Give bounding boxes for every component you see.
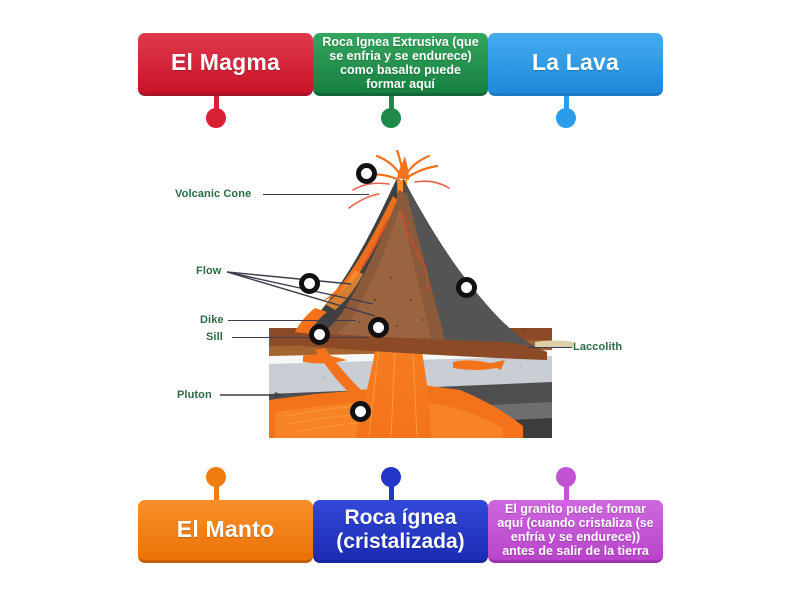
dot-roca-cristalizada[interactable]: [381, 467, 401, 487]
label-text-manto: El Manto: [176, 516, 275, 543]
label-text-lava: La Lava: [531, 49, 620, 76]
dot-lava[interactable]: [556, 108, 576, 128]
diagram-label-laccolith: Laccolith: [573, 341, 623, 353]
stem-manto: [214, 482, 219, 502]
marker-conduit[interactable]: [368, 317, 389, 338]
marker-pluton[interactable]: [350, 401, 371, 422]
diagram-label-dike: Dike: [200, 314, 224, 326]
diagram-label-flow: Flow: [196, 265, 222, 277]
dot-granito[interactable]: [556, 467, 576, 487]
diagram-label-pluton: Pluton: [177, 389, 212, 401]
leader-line-laccolith: [528, 347, 572, 349]
label-box-magma[interactable]: El Magma: [138, 33, 313, 96]
label-box-manto[interactable]: El Manto: [138, 500, 313, 563]
label-box-granito[interactable]: El granito puede formar aquí (cuando cri…: [488, 500, 663, 563]
leader-lines-flow: [226, 271, 375, 317]
stem-lava: [564, 95, 569, 115]
marker-slope[interactable]: [456, 277, 477, 298]
leader-line-pluton: [220, 392, 282, 398]
marker-flank[interactable]: [299, 273, 320, 294]
label-text-roca-cristalizada: Roca ígnea (cristalizada): [336, 506, 465, 553]
stem-magma: [214, 95, 219, 115]
crater-eruption: [348, 148, 450, 209]
dot-manto[interactable]: [206, 467, 226, 487]
leader-line-sill: [232, 337, 368, 339]
diagram-label-sill: Sill: [206, 331, 223, 343]
leader-line-volcanic-cone: [263, 194, 369, 196]
volcano-illustration: [255, 148, 575, 450]
label-text-granito: El granito puede formar aquí (cuando cri…: [497, 502, 654, 558]
label-box-lava[interactable]: La Lava: [488, 33, 663, 96]
label-text-roca-extrusiva: Roca Ignea Extrusiva (que se enfria y se…: [322, 35, 479, 91]
stem-roca-cristalizada: [389, 482, 394, 502]
stem-granito: [564, 482, 569, 502]
leader-line-dike: [228, 320, 356, 322]
label-box-roca-extrusiva[interactable]: Roca Ignea Extrusiva (que se enfria y se…: [313, 33, 488, 96]
stem-roca-extrusiva: [389, 95, 394, 115]
label-box-roca-cristalizada[interactable]: Roca ígnea (cristalizada): [313, 500, 488, 563]
diagram-label-volcanic-cone: Volcanic Cone: [175, 188, 252, 200]
dot-roca-extrusiva[interactable]: [381, 108, 401, 128]
volcano-svg: [269, 148, 573, 438]
marker-sill[interactable]: [309, 324, 330, 345]
label-text-magma: El Magma: [171, 49, 280, 76]
marker-crater[interactable]: [356, 163, 377, 184]
dot-magma[interactable]: [206, 108, 226, 128]
